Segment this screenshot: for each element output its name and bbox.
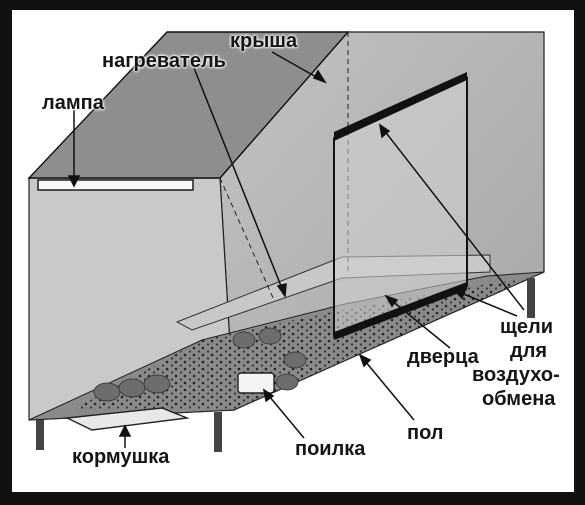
arrowhead: [378, 123, 391, 139]
brooder-drawing: [27, 31, 545, 452]
label-slits-4: обмена: [482, 388, 556, 410]
label-drinker: поилка: [295, 438, 366, 460]
leg: [527, 278, 535, 318]
label-slits-2: для: [510, 340, 548, 362]
hidden-edge: [219, 177, 275, 301]
label-feeder: кормушка: [72, 446, 170, 468]
label-floor: пол: [407, 422, 444, 444]
floor-litter: [72, 278, 532, 410]
arrowhead: [312, 69, 327, 84]
arrowhead: [358, 353, 372, 368]
arrowhead: [452, 289, 467, 300]
label-door: дверца: [407, 346, 479, 368]
diagram-panel: крыша нагреватель лампа щели для воздухо…: [12, 10, 574, 492]
label-heater: нагреватель: [102, 50, 226, 72]
drinker: [237, 372, 275, 394]
arrowhead: [384, 294, 399, 308]
label-slits-3: воздухо-: [472, 364, 560, 386]
door-leader: [385, 295, 451, 349]
label-slits-1: щели: [500, 316, 553, 338]
feeder: [64, 407, 190, 431]
arrowhead: [276, 283, 287, 299]
label-lamp: лампа: [42, 92, 104, 114]
air-slit-top: [334, 72, 467, 141]
heater-leader: [193, 67, 286, 297]
lamp: [37, 179, 194, 191]
leg: [36, 420, 44, 450]
arrowhead: [67, 175, 81, 188]
label-roof: крыша: [230, 30, 298, 52]
slits-leader-top: [379, 124, 525, 311]
arrowhead: [262, 388, 275, 403]
floor-leader: [359, 354, 415, 421]
slits-leader-bottom: [453, 289, 518, 317]
chicks: [93, 327, 307, 402]
leg: [214, 412, 222, 452]
air-slit-bottom: [334, 282, 467, 340]
arrowhead: [118, 424, 132, 437]
leader-lines: [67, 51, 525, 448]
